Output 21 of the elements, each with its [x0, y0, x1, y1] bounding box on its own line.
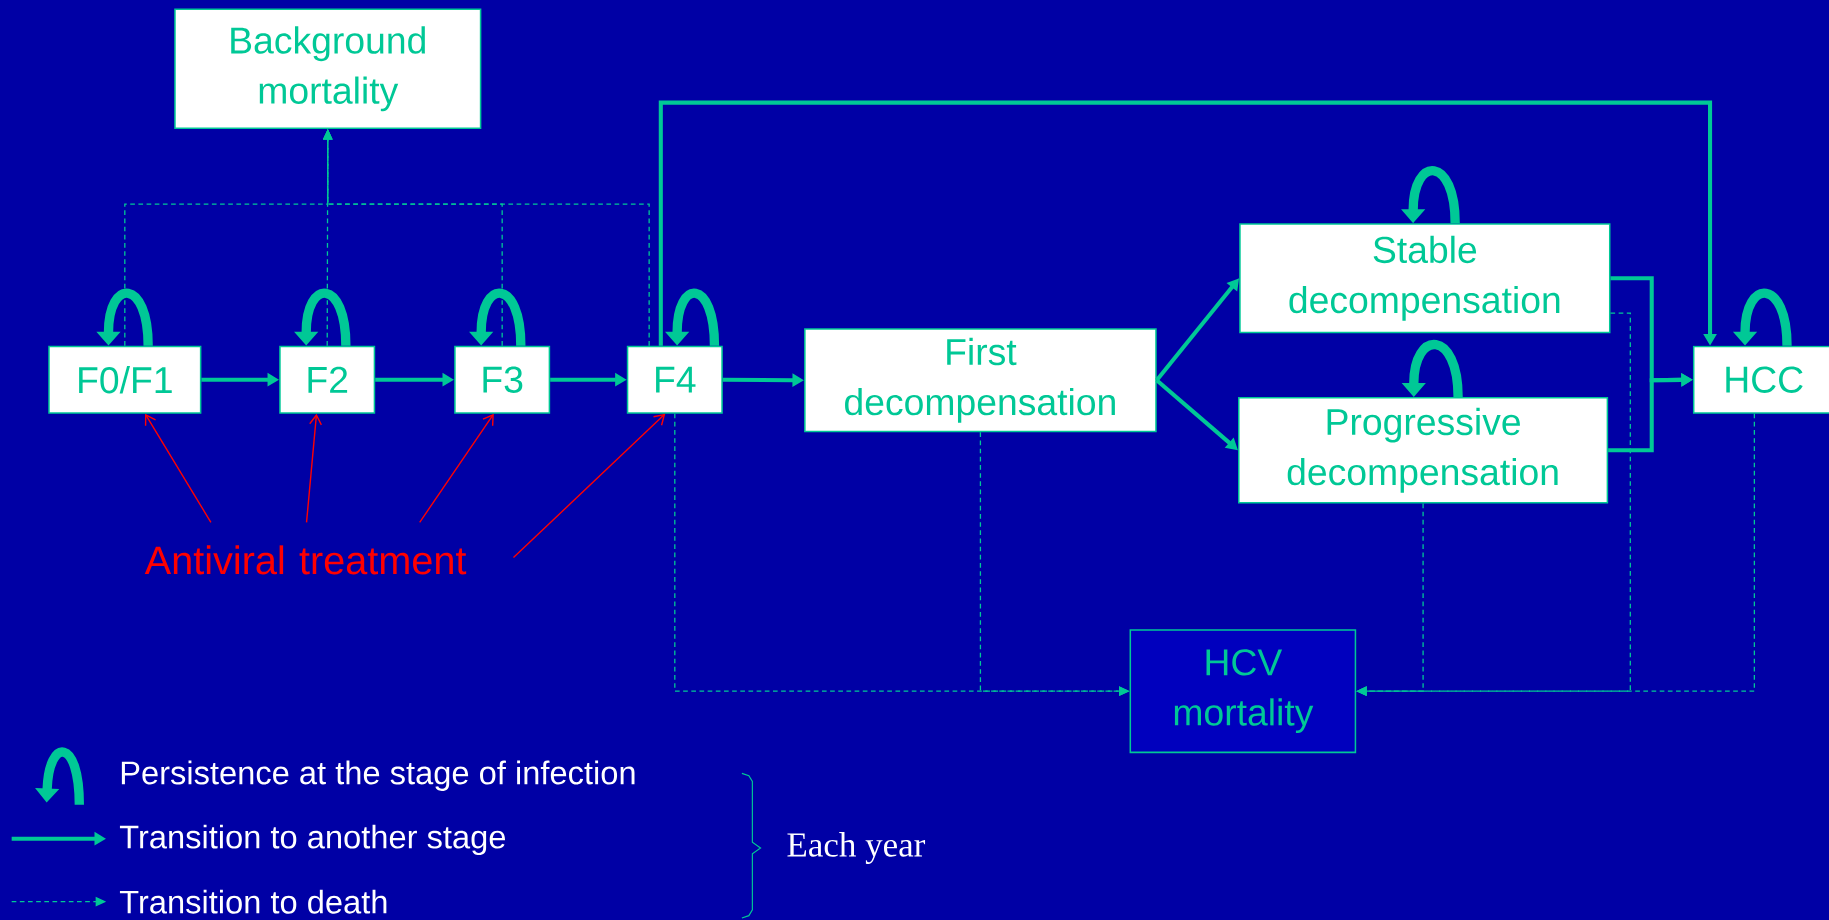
state-box: Background mortality: [174, 8, 482, 129]
brace-label: Each year: [787, 831, 926, 864]
state-box: First decompensation: [804, 328, 1157, 433]
state-box: HCC: [1692, 345, 1829, 414]
state-box: Progressive decompensation: [1238, 396, 1609, 504]
leader-arrow: [512, 413, 666, 559]
state-box: F3: [454, 345, 551, 414]
callout-text: Antiviral treatment: [144, 545, 467, 575]
state-box: F2: [279, 345, 376, 414]
arrow: [1155, 378, 1238, 450]
leader-arrow: [419, 413, 494, 523]
leader-arrow: [305, 413, 323, 523]
arrow: [658, 100, 1717, 346]
state-box: F4: [626, 345, 723, 414]
leader-arrow: [144, 413, 212, 523]
legend-text: Persistence at the stage of infection: [121, 760, 635, 791]
legend-text: Transition to death: [119, 889, 387, 914]
state-box: F0/F1: [48, 345, 202, 414]
legend-text: Transition to another stage: [119, 824, 505, 855]
outcome-box: HCV mortality: [1129, 628, 1357, 753]
state-box: Stable decompensation: [1239, 223, 1611, 334]
